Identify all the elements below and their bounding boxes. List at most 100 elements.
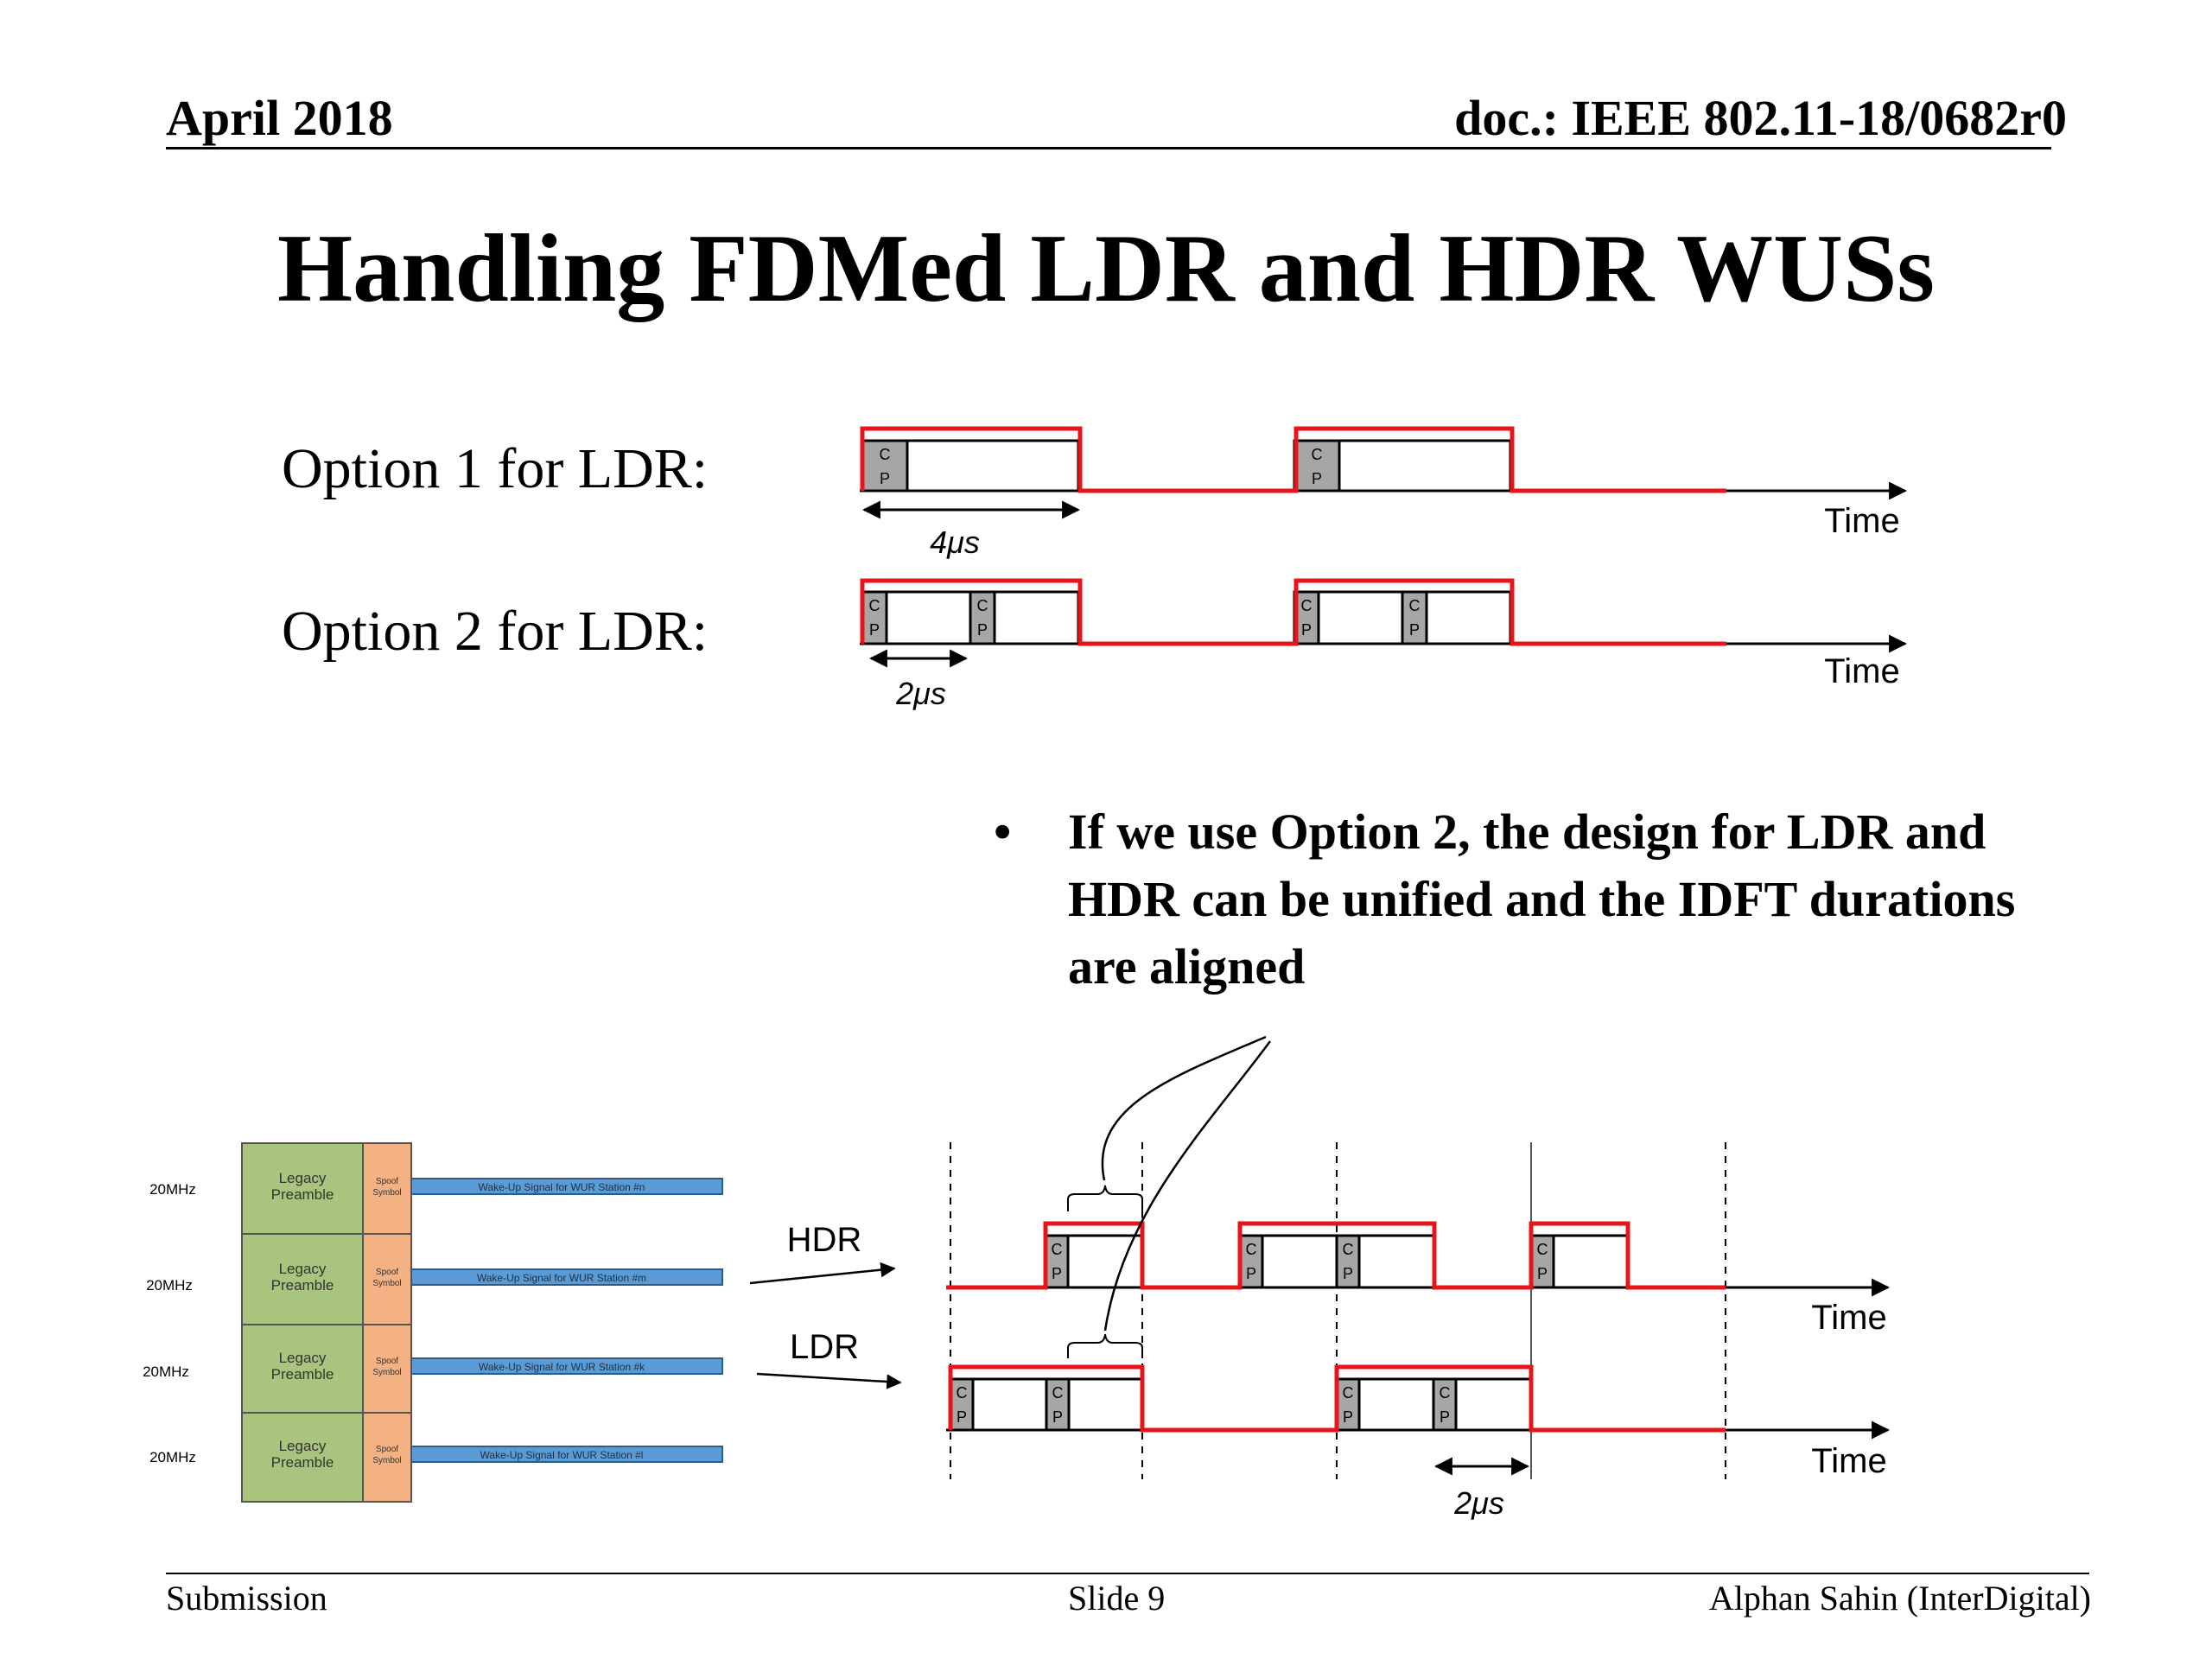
- legacy-preamble-2: [241, 1233, 364, 1325]
- option1-cp-2-label-c: C: [1312, 446, 1323, 463]
- wus-label-4: Wake-Up Signal for WUR Station #l: [480, 1449, 644, 1461]
- option2-cp-4: [1401, 590, 1428, 645]
- ldr-cp-1-c: C: [957, 1384, 968, 1402]
- callout-curve-lower: [1103, 1040, 1272, 1332]
- spoof-label-1a: Spoof: [376, 1177, 398, 1186]
- band-label-2: 20MHz: [146, 1277, 193, 1294]
- option1-cp-1-label-c: C: [880, 446, 891, 463]
- wus-bar-2: [410, 1268, 723, 1286]
- option2-cp-3-c: C: [1301, 597, 1313, 614]
- hdr-cp-3-c: C: [1343, 1241, 1354, 1258]
- legacy-preamble-1: [241, 1142, 364, 1235]
- ldr-cp-2-c: C: [1052, 1384, 1064, 1402]
- wus-bar-4: [410, 1446, 723, 1463]
- spoof-symbol-2: [362, 1233, 412, 1325]
- lower-duration-label: 2μs: [1453, 1485, 1504, 1521]
- option2-cp-2-p: P: [977, 621, 988, 639]
- wus-bar-3: [410, 1357, 723, 1375]
- ldr-cp-4: [1432, 1377, 1458, 1432]
- hdr-time-label: Time: [1811, 1299, 1886, 1337]
- ldr-cp-2-p: P: [1052, 1408, 1063, 1426]
- legacy-preamble-4: [241, 1412, 364, 1503]
- hdr-cp-4: [1529, 1234, 1555, 1289]
- legacy-label-3a: Legacy: [279, 1350, 327, 1366]
- bullet-marker: •: [994, 804, 1012, 860]
- ldr-arrow: [756, 1372, 902, 1389]
- option1-duration-label: 4μs: [930, 524, 980, 560]
- hdr-cp-2-c: C: [1246, 1241, 1257, 1258]
- legacy-label-4a: Legacy: [279, 1438, 327, 1454]
- lower-timing-diagram: C P C P C P C P Time C P C P C P C P: [946, 1035, 1891, 1521]
- band-label-4: 20MHz: [149, 1449, 196, 1465]
- option1-cp-2: [1293, 439, 1341, 493]
- hdr-cp-1: [1044, 1234, 1070, 1289]
- header-date: April 2018: [166, 90, 393, 146]
- header-doc-id: doc.: IEEE 802.11-18/0682r0: [1454, 90, 2067, 146]
- spoof-label-3b: Symbol: [372, 1368, 401, 1377]
- hdr-envelope: [946, 1221, 1726, 1290]
- band-label-1: 20MHz: [149, 1181, 196, 1198]
- hdr-arrow: [749, 1262, 896, 1285]
- option1-label: Option 1 for LDR:: [282, 437, 709, 500]
- ldr-cp-4-p: P: [1440, 1408, 1450, 1426]
- spoof-label-4a: Spoof: [376, 1445, 398, 1454]
- spoof-symbol-1: [362, 1142, 412, 1235]
- option2-label: Option 2 for LDR:: [282, 600, 709, 663]
- hdr-cp-3: [1335, 1234, 1361, 1289]
- option2-cp-3: [1293, 590, 1320, 645]
- legacy-label-1a: Legacy: [279, 1170, 327, 1186]
- band-label-3: 20MHz: [143, 1363, 189, 1380]
- spoof-label-3a: Spoof: [376, 1357, 398, 1366]
- ldr-cp-2: [1045, 1377, 1071, 1432]
- ldr-label: LDR: [790, 1328, 859, 1366]
- option2-duration-label: 2μs: [895, 676, 946, 711]
- hdr-cp-1-p: P: [1052, 1265, 1062, 1282]
- header-rule: [166, 147, 2051, 149]
- ldr-cp-4-c: C: [1440, 1384, 1451, 1402]
- footer-author: Alphan Sahin (InterDigital): [1708, 1579, 2091, 1618]
- spoof-symbol-3: [362, 1324, 412, 1414]
- option2-cp-4-p: P: [1409, 621, 1420, 639]
- hdr-cp-1-c: C: [1052, 1241, 1063, 1258]
- legacy-label-1b: Preamble: [271, 1186, 334, 1203]
- option2-cp-1-c: C: [869, 597, 880, 614]
- ldr-cp-3: [1335, 1377, 1361, 1432]
- footer-rule: [166, 1573, 2089, 1574]
- option2-cp-1-p: P: [869, 621, 880, 639]
- ldr-envelope: [948, 1364, 1726, 1433]
- wus-label-2: Wake-Up Signal for WUR Station #m: [477, 1272, 646, 1284]
- option2-envelope: [860, 578, 1726, 646]
- option2-cp-3-p: P: [1301, 621, 1312, 639]
- legacy-label-3b: Preamble: [271, 1366, 334, 1382]
- callout-curve-upper: [1101, 1035, 1267, 1181]
- spoof-label-1b: Symbol: [372, 1188, 401, 1198]
- spoof-label-4b: Symbol: [372, 1456, 401, 1465]
- hdr-cp-3-p: P: [1343, 1265, 1353, 1282]
- legacy-label-2b: Preamble: [271, 1277, 334, 1294]
- hdr-label: HDR: [787, 1221, 862, 1259]
- ldr-cp-3-p: P: [1343, 1408, 1353, 1426]
- option1-envelope: [860, 426, 1726, 493]
- spectrum-diagram: 20MHz 20MHz 20MHz 20MHz Legacy Preamble …: [143, 1142, 723, 1503]
- hdr-cp-2-p: P: [1246, 1265, 1256, 1282]
- option1-cp-1-label-p: P: [880, 470, 890, 487]
- option2-cp-2: [969, 590, 996, 645]
- option1-cp-2-label-p: P: [1312, 470, 1322, 487]
- ldr-time-label: Time: [1811, 1442, 1886, 1480]
- footer-submission: Submission: [166, 1579, 327, 1618]
- spoof-label-2a: Spoof: [376, 1268, 398, 1277]
- option2-cp-4-c: C: [1409, 597, 1421, 614]
- option2-diagram: C P C P C P C P 2μs Time: [860, 578, 1908, 711]
- legacy-label-4b: Preamble: [271, 1454, 334, 1471]
- spoof-label-2b: Symbol: [372, 1279, 401, 1288]
- option1-cp-1: [861, 439, 909, 493]
- slide-title: Handling FDMed LDR and HDR WUSs: [277, 215, 1935, 322]
- footer-slide-number: Slide 9: [1068, 1579, 1166, 1618]
- spoof-symbol-4: [362, 1412, 412, 1503]
- ldr-cp-3-c: C: [1343, 1384, 1354, 1402]
- legacy-preamble-3: [241, 1324, 364, 1414]
- bullet-text: If we use Option 2, the design for LDR a…: [1068, 804, 2016, 995]
- hdr-symbol-brace: [1067, 1185, 1143, 1211]
- wus-label-1: Wake-Up Signal for WUR Station #n: [479, 1181, 645, 1193]
